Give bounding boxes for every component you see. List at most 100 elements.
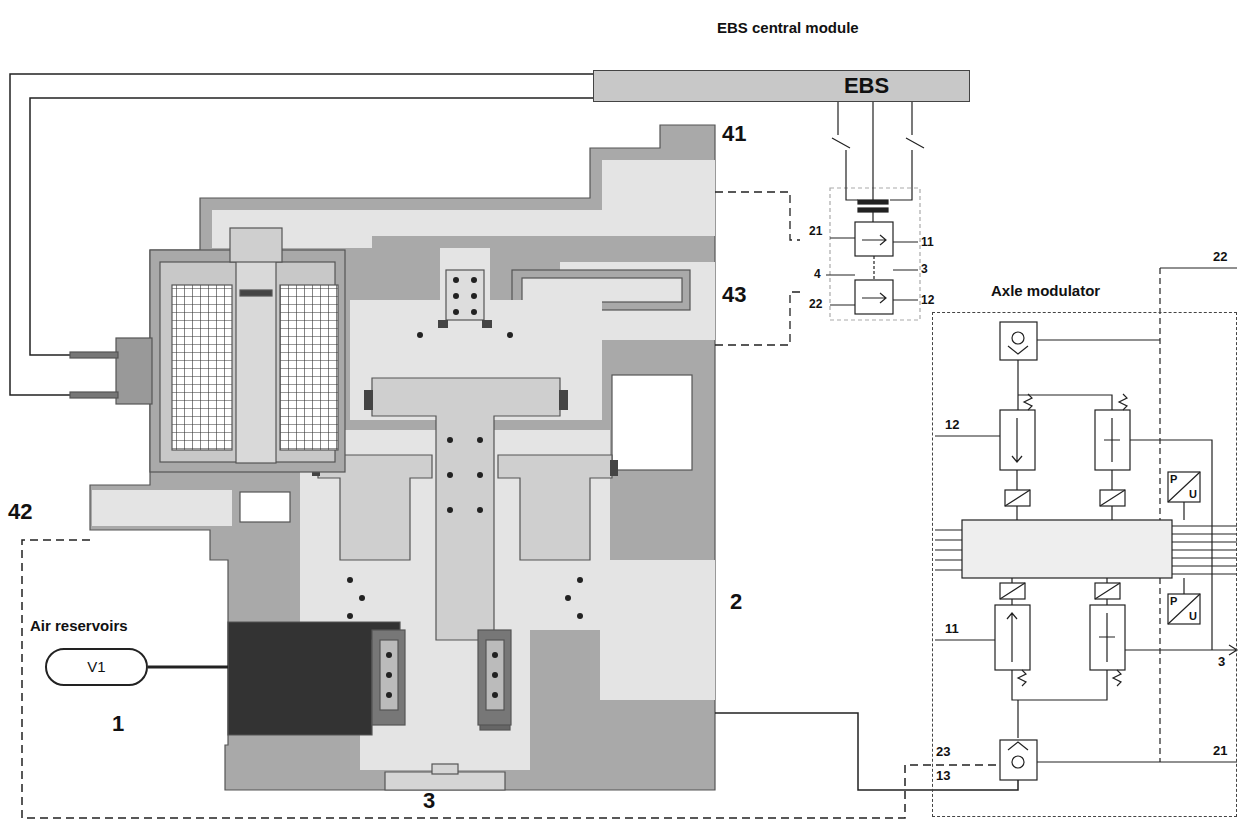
brake-valve-body	[600, 560, 715, 700]
ebs-schematic	[890, 102, 924, 200]
spring	[347, 577, 353, 583]
modulator-schematic	[1159, 268, 1160, 520]
ebs-schematic	[826, 238, 918, 305]
node-label: EBS	[844, 74, 889, 98]
spring	[359, 595, 365, 601]
port-number: 3	[423, 789, 435, 813]
spring	[453, 293, 459, 299]
ebs-schematic	[855, 280, 893, 314]
spring	[471, 293, 477, 299]
valve-piston	[318, 270, 612, 790]
modulator-schematic	[1007, 613, 1017, 662]
brake-valve-body	[522, 278, 682, 302]
spring	[492, 652, 498, 658]
modulator-schematic	[1000, 583, 1120, 599]
spring	[447, 507, 453, 513]
solenoid	[70, 392, 118, 398]
spring	[447, 472, 453, 478]
brake-valve-body	[240, 492, 290, 522]
spring	[386, 672, 392, 678]
brake-valve-body	[92, 490, 232, 526]
air-line	[715, 713, 1018, 790]
brake-valve-body	[90, 125, 715, 790]
modulator-schematic	[1018, 670, 1026, 686]
port-number: 43	[722, 283, 746, 307]
air-line	[22, 192, 1018, 818]
port-number: 4	[814, 268, 821, 281]
ebs-schematic	[858, 200, 888, 204]
valve-piston	[432, 764, 458, 774]
spring	[386, 652, 392, 658]
modulator-schematic	[1104, 418, 1120, 462]
spring	[577, 613, 583, 619]
valve-piston	[380, 640, 398, 710]
ebs-schematic	[855, 222, 893, 256]
sensor-letter: U	[1189, 610, 1197, 622]
ebs-schematic	[862, 293, 886, 303]
modulator-schematic	[1095, 410, 1130, 470]
seal	[482, 320, 492, 328]
modulator-schematic	[1183, 502, 1184, 594]
solenoid	[236, 258, 276, 463]
modulator-schematic	[1037, 761, 1237, 762]
modulator-schematic	[1017, 470, 1112, 520]
valve-piston	[385, 772, 505, 790]
spring	[417, 332, 423, 338]
spring	[386, 692, 392, 698]
modulator-schematic	[1000, 322, 1037, 360]
brake-valve-body	[360, 630, 530, 770]
ebs-schematic	[858, 208, 888, 212]
modulator-schematic	[1008, 346, 1028, 354]
valve-piston	[446, 270, 484, 320]
modulator-schematic	[1159, 578, 1160, 762]
modulator-schematic	[962, 520, 1172, 578]
node-heading: Axle modulator	[991, 283, 1100, 300]
port-number: 42	[8, 500, 32, 524]
spring	[447, 437, 453, 443]
modulator-schematic	[1119, 394, 1127, 410]
seal	[559, 390, 568, 410]
solenoid	[70, 352, 118, 358]
port-number: 21	[809, 225, 822, 238]
port-number: 11	[945, 622, 959, 636]
air-line	[715, 192, 800, 240]
sensor-letter: U	[1189, 488, 1197, 500]
port-number: 41	[722, 122, 746, 146]
spring	[453, 277, 459, 283]
modulator-schematic	[1005, 490, 1125, 506]
brake-valve-body	[90, 125, 715, 790]
solenoid	[230, 228, 282, 262]
spring	[453, 309, 459, 315]
air-line	[22, 540, 1000, 818]
brake-valve-body	[612, 375, 692, 470]
modulator-schematic	[995, 605, 1030, 670]
port-number: 1	[112, 712, 124, 736]
reservoir-box: Air reservoirsV1	[45, 648, 148, 686]
modulator-schematic	[1012, 578, 1107, 605]
spring	[565, 595, 571, 601]
modulator-schematic	[1172, 526, 1237, 574]
port-number: 13	[936, 769, 950, 783]
ebs-module-box: EBS	[593, 70, 970, 102]
solenoid	[150, 250, 345, 472]
port-number: 21	[1213, 744, 1227, 758]
modulator-schematic	[1008, 742, 1028, 750]
modulator-schematic	[1018, 360, 1112, 410]
node-label: V1	[87, 659, 105, 676]
spring	[492, 672, 498, 678]
modulator-schematic	[1113, 670, 1121, 686]
modulator-schematic	[935, 530, 962, 570]
valve-piston	[498, 455, 612, 560]
ebs-schematic	[832, 102, 858, 200]
ebs-schematic	[826, 102, 924, 320]
ebs-schematic	[862, 235, 886, 245]
spring	[492, 692, 498, 698]
valve-piston	[372, 630, 405, 725]
brake-valve-body	[212, 160, 715, 248]
seal	[610, 460, 618, 476]
port-number: 22	[809, 298, 822, 311]
modulator-frame: Axle modulator	[932, 312, 1237, 817]
valve-piston	[486, 640, 504, 710]
